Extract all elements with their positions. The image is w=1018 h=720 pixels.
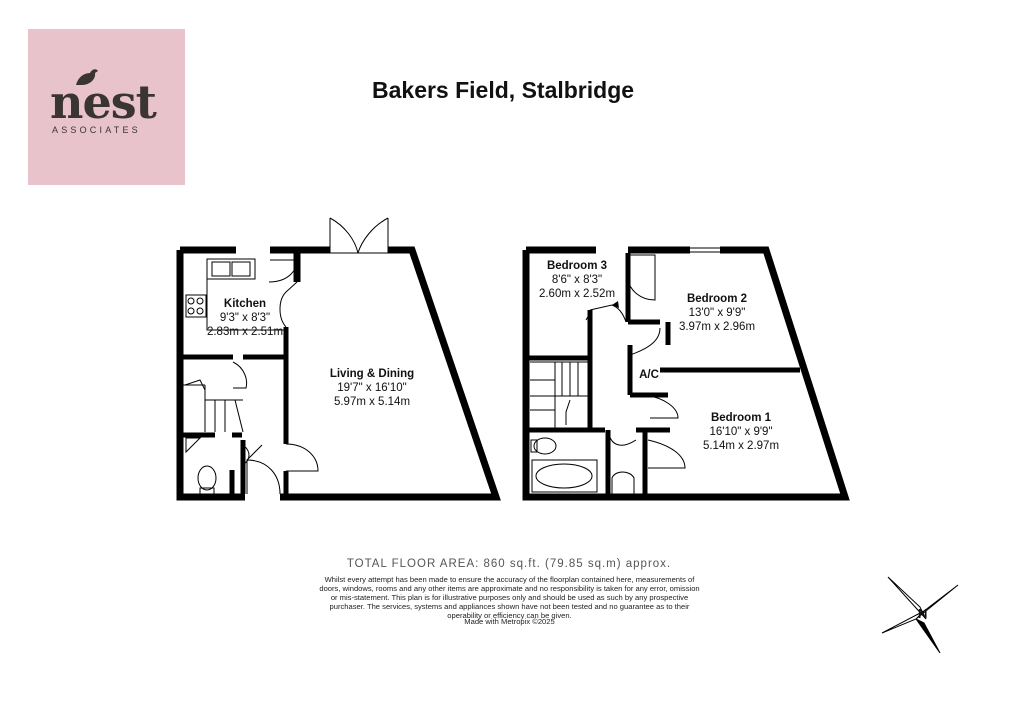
ground-floor-outer-wall: [176, 246, 501, 501]
living-imperial: 19'7" x 16'10": [337, 382, 407, 394]
first-floor-outer-wall: [522, 246, 850, 501]
bedroom1-name: Bedroom 1: [710, 412, 772, 424]
bedroom1-metric: 5.14m x 2.97m: [702, 440, 780, 452]
disclaimer-text: Whilst every attempt has been made to en…: [319, 575, 700, 620]
kitchen-name: Kitchen: [223, 298, 267, 310]
bedroom3-metric: 2.60m x 2.52m: [538, 288, 616, 300]
living-metric: 5.97m x 5.14m: [333, 396, 411, 408]
upper-wc: [533, 437, 557, 455]
kitchen-imperial: 9'3" x 8'3": [219, 312, 271, 324]
logo-subtitle: ASSOCIATES: [52, 125, 141, 135]
ac-name: A/C: [639, 369, 659, 381]
bedroom3-name: Bedroom 3: [546, 260, 608, 272]
bedroom2-name: Bedroom 2: [686, 293, 748, 305]
total-floor-area: TOTAL FLOOR AREA: 860 sq.ft. (79.85 sq.m…: [346, 558, 672, 570]
kitchen-metric: 2.83m x 2.51m: [206, 326, 284, 338]
room-label-living-dining: Living & Dining 19'7" x 16'10" 5.97m x 5…: [322, 367, 422, 409]
kitchen-hob: [185, 294, 207, 318]
north-compass-icon: [881, 576, 959, 654]
room-label-bedroom-1: Bedroom 1 16'10" x 9'9" 5.14m x 2.97m: [700, 411, 782, 453]
french-doors: [329, 217, 389, 254]
room-label-ac: A/C: [632, 368, 666, 382]
page-title: Bakers Field, Stalbridge: [372, 77, 635, 103]
made-with-credit: Made with Metropix ©2025: [464, 617, 555, 626]
bird-icon: [76, 69, 98, 85]
bedroom2-imperial: 13'0" x 9'9": [688, 307, 746, 319]
room-label-bedroom-3: Bedroom 3 8'6" x 8'3" 2.60m x 2.52m: [536, 259, 618, 301]
bedroom2-metric: 3.97m x 2.96m: [678, 321, 756, 333]
bedroom3-imperial: 8'6" x 8'3": [551, 274, 603, 286]
ground-wc: [197, 465, 217, 491]
logo-wordmark: nest: [50, 75, 157, 129]
ground-floor-stairs: [183, 379, 244, 433]
ground-floor-inner-walls: [183, 327, 289, 494]
kitchen-sink: [206, 258, 256, 280]
first-floor-inner-walls: [529, 253, 800, 494]
bedroom1-imperial: 16'10" x 9'9": [709, 426, 773, 438]
living-name: Living & Dining: [329, 368, 415, 380]
room-label-kitchen: Kitchen 9'3" x 8'3" 2.83m x 2.51m: [205, 297, 285, 339]
first-floor-stairs: [530, 361, 590, 430]
logo-panel: nest ASSOCIATES: [28, 29, 185, 185]
room-label-bedroom-2: Bedroom 2 13'0" x 9'9" 3.97m x 2.96m: [676, 292, 758, 334]
compass-north-label: N: [918, 606, 928, 621]
bath-tub: [531, 459, 598, 493]
